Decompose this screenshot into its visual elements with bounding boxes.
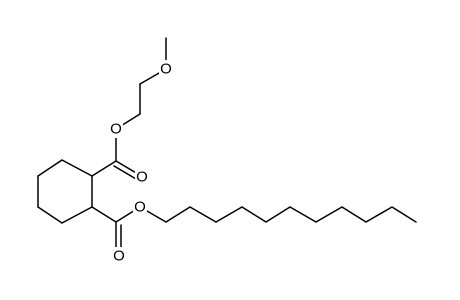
lower-ester-group (91, 206, 167, 255)
ring-bond (61, 206, 93, 224)
carbonyl-double-bond (115, 160, 139, 175)
atom-label-ester-oxygen-1: O (109, 120, 123, 138)
atom-label-methoxy-oxygen: O (159, 60, 173, 78)
ring-bond (37, 206, 63, 224)
atom-label-carbonyl-oxygen-2: O (112, 247, 126, 265)
ring-bond (61, 159, 93, 177)
ring-to-carbonyl-bond (91, 206, 117, 223)
alkyl-chain-bonds (165, 206, 417, 223)
ring-bond (37, 159, 63, 177)
oxygen-label: O (134, 199, 146, 216)
upper-ester-group (91, 37, 167, 180)
undecyl-chain (165, 206, 417, 223)
atom-label-carbonyl-oxygen-1: O (135, 168, 149, 186)
ring-to-carbonyl-bond (91, 160, 117, 177)
cyclohexane-ring (37, 159, 93, 224)
oxygen-label: O (160, 61, 172, 78)
atom-label-ester-oxygen-2: O (133, 198, 147, 216)
carbonyl-double-bond (113, 165, 137, 180)
oxygen-label: O (113, 248, 125, 265)
oxygen-label: O (136, 169, 148, 186)
oxygen-label: O (110, 121, 122, 138)
